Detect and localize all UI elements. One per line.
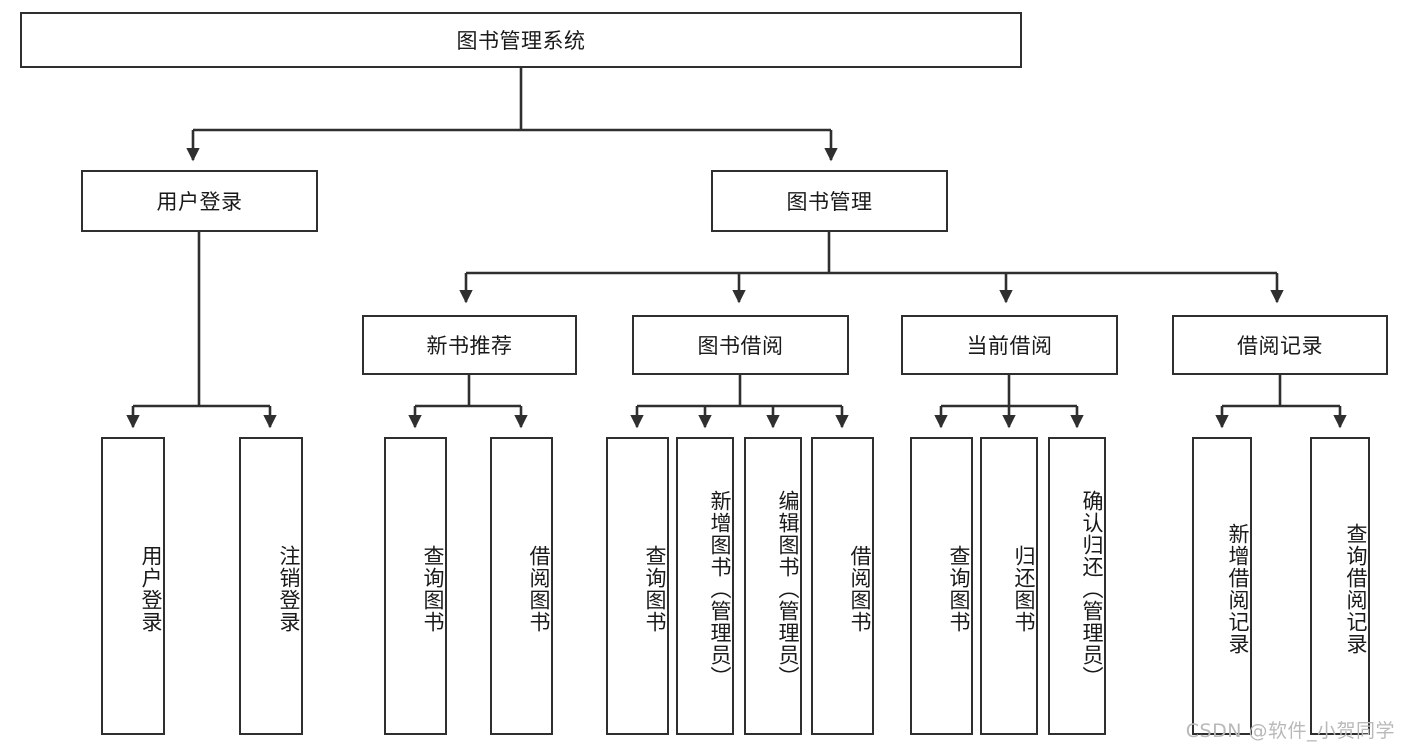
node-root-system[interactable]: 图书管理系统 [20,12,1022,68]
node-label: 图书管理系统 [456,29,586,53]
node-leaf-query-book-current[interactable]: 查询图书 [910,437,973,735]
node-label: 查询借阅记录 [1344,523,1368,655]
node-leaf-query-book-recommend[interactable]: 查询图书 [384,437,447,735]
node-book-management[interactable]: 图书管理 [711,170,948,232]
node-label: 图书管理 [786,190,873,214]
node-label: 注销登录 [277,545,301,633]
node-label: 查询图书 [643,545,667,633]
node-label: 借阅记录 [1237,334,1323,358]
node-leaf-borrow-book-recommend[interactable]: 借阅图书 [490,437,553,735]
node-label: 借阅图书 [527,545,551,633]
node-label: 新增借阅记录 [1226,523,1250,655]
node-label: 编辑图书（管理员） [776,490,800,688]
node-label: 查询图书 [947,545,971,633]
node-leaf-add-book-admin[interactable]: 新增图书（管理员） [676,437,734,735]
watermark-text: CSDN @软件_小贺同学 [1185,720,1395,742]
node-book-borrow[interactable]: 图书借阅 [632,315,849,375]
node-user-login[interactable]: 用户登录 [81,170,318,232]
node-leaf-add-borrow-record[interactable]: 新增借阅记录 [1192,437,1252,735]
node-leaf-edit-book-admin[interactable]: 编辑图书（管理员） [744,437,802,735]
node-label: 图书借阅 [697,334,784,358]
node-label: 新增图书（管理员） [708,490,732,688]
node-label: 用户登录 [139,545,163,633]
node-leaf-confirm-return-admin[interactable]: 确认归还（管理员） [1048,437,1106,735]
node-current-borrow[interactable]: 当前借阅 [901,315,1118,375]
node-leaf-borrow-book[interactable]: 借阅图书 [811,437,874,735]
node-label: 用户登录 [156,190,243,214]
node-label: 新书推荐 [426,334,513,358]
node-label: 查询图书 [421,545,445,633]
node-leaf-return-book[interactable]: 归还图书 [980,437,1038,735]
node-label: 确认归还（管理员） [1080,490,1104,688]
node-leaf-logout[interactable]: 注销登录 [239,437,303,735]
node-label: 归还图书 [1012,545,1036,633]
node-borrow-record[interactable]: 借阅记录 [1172,315,1388,375]
node-leaf-query-borrow-record[interactable]: 查询借阅记录 [1310,437,1370,735]
node-label: 当前借阅 [966,334,1053,358]
node-leaf-query-book-borrow[interactable]: 查询图书 [606,437,669,735]
node-label: 借阅图书 [848,545,872,633]
node-new-book-recommend[interactable]: 新书推荐 [362,315,577,375]
node-leaf-user-login[interactable]: 用户登录 [101,437,165,735]
